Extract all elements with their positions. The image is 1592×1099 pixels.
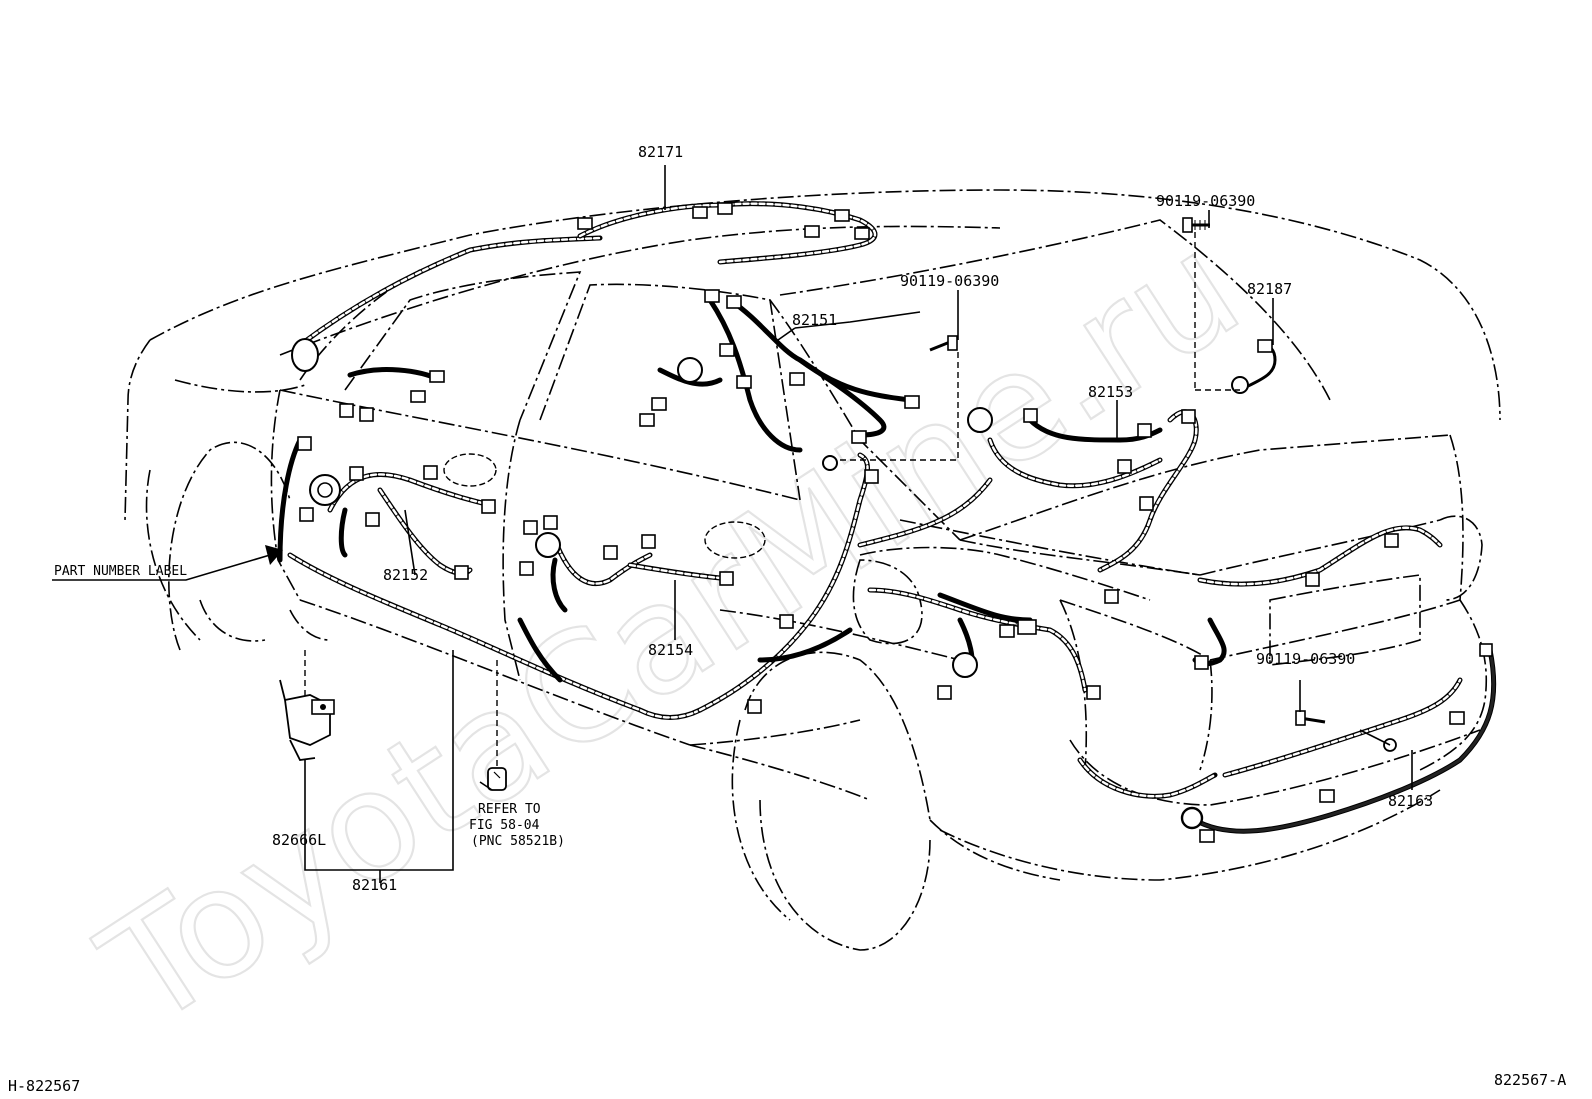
callout-82154: 82154 xyxy=(648,641,693,659)
grommet-icon xyxy=(479,767,507,791)
figure-code-left: H-822567 xyxy=(8,1077,80,1095)
figure-code-right: 822567-A xyxy=(1494,1071,1566,1089)
rear-door-harness-82154 xyxy=(519,515,766,613)
part-number-label-text: PART NUMBER LABEL xyxy=(54,564,187,579)
refer-note-line1: REFER TO xyxy=(478,802,541,817)
callout-82153: 82153 xyxy=(1088,383,1133,401)
callout-82161: 82161 xyxy=(352,876,397,894)
callout-82151: 82151 xyxy=(792,311,837,329)
callout-82666L: 82666L xyxy=(272,831,326,849)
floor-harness-82161 xyxy=(287,452,993,720)
roof-harness-82171 xyxy=(291,201,878,372)
body-harness-82151 xyxy=(639,289,920,453)
trunk-harness-82153 xyxy=(867,407,1463,799)
callout-90119-mid: 90119-06390 xyxy=(900,272,999,290)
bolt-icon-rear xyxy=(1295,710,1326,726)
callout-82187: 82187 xyxy=(1247,280,1292,298)
callout-82171: 82171 xyxy=(638,143,683,161)
callout-82152: 82152 xyxy=(383,566,428,584)
bolt-icon-mid xyxy=(929,335,958,352)
bracket-82666L xyxy=(279,679,335,761)
watermark-text: ToyotaCarMine.ru xyxy=(74,201,1269,1061)
car-body-outline xyxy=(124,189,1501,951)
leader-lines xyxy=(52,165,1413,883)
refer-note-line2: FIG 58-04 xyxy=(469,818,540,833)
callout-90119-top: 90119-06390 xyxy=(1156,192,1255,210)
callout-90119-rear: 90119-06390 xyxy=(1256,650,1355,668)
refer-note-line3: (PNC 58521B) xyxy=(471,834,565,849)
bolt-icon-top xyxy=(1182,217,1210,233)
callout-82163: 82163 xyxy=(1388,792,1433,810)
ground-strap-82187 xyxy=(1231,339,1277,394)
rear-bumper-harness-82163 xyxy=(1180,643,1497,843)
front-door-harness-82152 xyxy=(277,367,497,580)
